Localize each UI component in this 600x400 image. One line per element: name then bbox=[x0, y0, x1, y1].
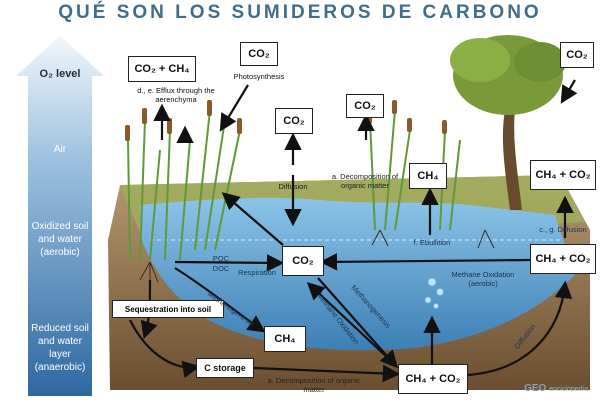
co2-ch4-top-box: CO₂ + CH₄ bbox=[128, 56, 196, 82]
ch4-ebullition-box: CH₄ bbox=[409, 163, 447, 189]
arrow-cstorage-loop bbox=[129, 319, 201, 379]
diffusion-label: Diffusion bbox=[278, 182, 308, 191]
tree-trunk bbox=[502, 110, 522, 210]
reeds-left bbox=[127, 109, 241, 261]
photosynthesis-label: Photosynthesis bbox=[233, 72, 285, 81]
brand-logo-sub: enciclopedia bbox=[549, 386, 588, 393]
c-storage-box: C storage bbox=[196, 358, 254, 378]
arrow-bottom-to-center bbox=[306, 281, 391, 361]
poc-label: POC bbox=[212, 254, 230, 263]
respiration-label: Respiration bbox=[238, 268, 276, 277]
reduced-label: Reduced soil and water layer (anaerobic) bbox=[31, 323, 89, 373]
arrow-bottom-to-right bbox=[467, 280, 573, 377]
brand-logo-main: GEO bbox=[524, 383, 547, 394]
oxidized-label: Oxidized soil and water (aerobic) bbox=[31, 221, 89, 258]
page-title: QUÉ SON LOS SUMIDEROS DE CARBONO bbox=[58, 2, 542, 23]
brand-logo: GEO enciclopedia bbox=[524, 383, 588, 394]
bubbles bbox=[424, 277, 444, 309]
ch4-co2-right-mid-box: CH₄ + CO₂ bbox=[530, 244, 596, 274]
efflux-label: d., e. Efflux through the aerenchyma bbox=[137, 86, 215, 104]
arrow-center-to-bottom bbox=[317, 277, 398, 369]
arrow-tree-co2 bbox=[560, 79, 578, 104]
co2-tree-box: CO₂ bbox=[560, 42, 594, 68]
sequestration-box: Sequestration into soil bbox=[112, 300, 224, 318]
arrow-center-to-air bbox=[221, 192, 284, 246]
arrow-photosynthesis bbox=[219, 84, 249, 132]
roots bbox=[139, 229, 495, 285]
o2-level-label: O₂ level bbox=[39, 68, 81, 80]
o2-level-arrow bbox=[16, 36, 104, 396]
co2-diffusion-box: CO₂ bbox=[275, 108, 313, 134]
arrow-cstorage-to-bottom bbox=[253, 364, 401, 383]
reed-heads-left bbox=[125, 100, 242, 141]
decomposition-top-label: a. Decomposition of organic matter bbox=[331, 172, 399, 190]
tree-canopy-left bbox=[450, 38, 510, 82]
co2-center-box: CO₂ bbox=[282, 246, 324, 276]
methane-oxidation-aerobic-label: Methane Oxidation (aerobic) bbox=[451, 270, 515, 288]
co2-photosynthesis-box: CO₂ bbox=[240, 42, 278, 66]
co2-decomposition-box: CO₂ bbox=[346, 94, 384, 118]
ch4-sediment-box: CH₄ bbox=[264, 326, 306, 352]
diffusion-right-label: c., g. Diffusion bbox=[539, 225, 587, 234]
arrow-oxidation-to-center bbox=[319, 253, 531, 271]
water-body bbox=[140, 197, 575, 351]
ch4-co2-bottom-box: CH₄ + CO₂ bbox=[398, 364, 468, 394]
tree-canopy-right bbox=[514, 42, 566, 82]
air-label: Air bbox=[53, 144, 67, 155]
ebullition-label: f. Ebullition bbox=[413, 238, 451, 247]
arrow-poc-to-center bbox=[174, 254, 285, 272]
decomposition-bottom-label: a. Decomposition of organic matter bbox=[267, 376, 361, 394]
doc-label: DOC bbox=[212, 264, 230, 273]
ch4-co2-right-top-box: CH₄ + CO₂ bbox=[530, 160, 596, 190]
